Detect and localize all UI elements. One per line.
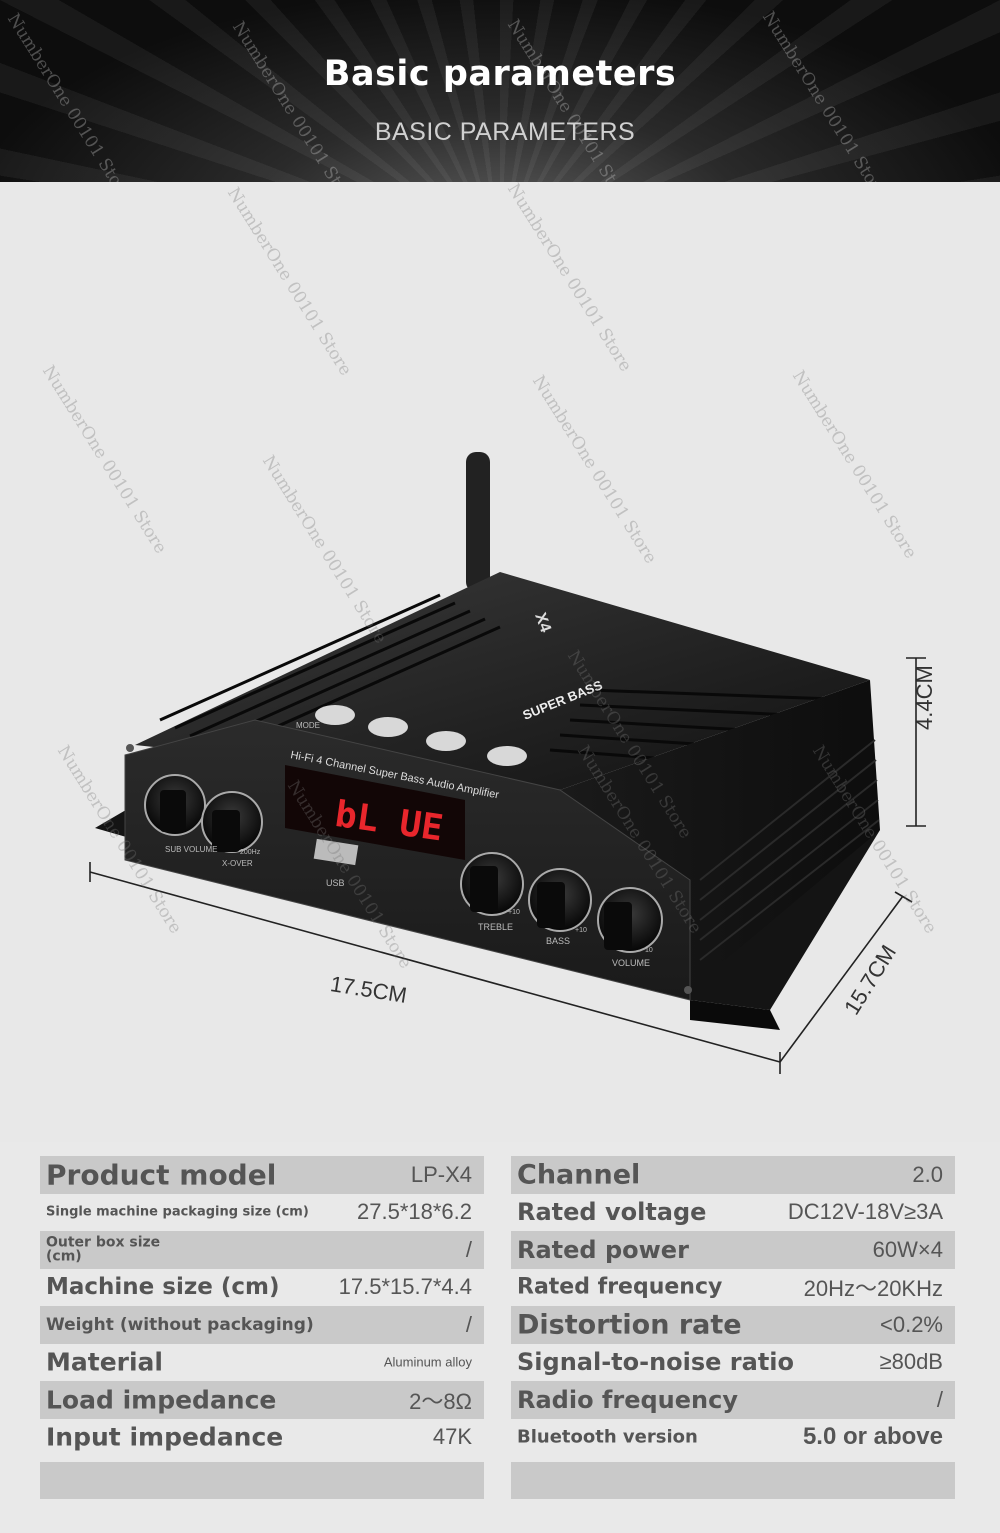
spec-row: Product model LP-X4 <box>40 1156 484 1194</box>
spec-label: Product model <box>46 1158 277 1192</box>
page-title: Basic parameters <box>323 54 677 94</box>
dimension-height: 4.4CM <box>912 665 937 730</box>
spec-row: Signal-to-noise ratio ≥80dB <box>511 1344 955 1382</box>
antenna <box>466 452 490 592</box>
spec-label: Input impedance <box>46 1422 284 1452</box>
spec-row: Distortion rate <0.2% <box>511 1306 955 1344</box>
spec-label: Distortion rate <box>517 1309 742 1341</box>
spec-label: Outer box size (cm) <box>46 1234 161 1265</box>
spec-value: Aluminum alloy <box>383 1354 472 1370</box>
spec-label: Bluetooth version <box>517 1426 698 1448</box>
spec-label: Material <box>46 1347 163 1377</box>
play-pause-button[interactable] <box>426 731 466 751</box>
spec-label: Radio frequency <box>517 1385 738 1414</box>
spec-value: 60W×4 <box>872 1236 943 1262</box>
spec-value: <0.2% <box>880 1311 943 1337</box>
page-subtitle: BASIC PARAMETERS <box>374 118 636 146</box>
knob-sub-volume[interactable] <box>144 774 206 836</box>
model-label: X4 <box>531 611 554 635</box>
prev-button[interactable] <box>368 717 408 737</box>
front-panel <box>124 719 691 1001</box>
spec-label: Rated voltage <box>517 1198 707 1227</box>
spec-label: Machine size (cm) <box>46 1274 280 1301</box>
spec-row: Bluetooth version 5.0 or above <box>511 1419 955 1457</box>
spec-row: Input impedance 47K <box>40 1419 484 1457</box>
usb-port[interactable] <box>313 838 359 866</box>
knob-volume[interactable] <box>597 887 663 953</box>
spec-label: Weight (without packaging) <box>46 1314 314 1335</box>
led-display <box>285 765 465 860</box>
spec-row: Radio frequency / <box>511 1381 955 1419</box>
knob-label: SUB VOLUME <box>165 845 217 854</box>
spec-label: Rated frequency <box>517 1274 723 1300</box>
knob-label: BASS <box>546 936 570 946</box>
amplifier-illustration: bL UE Hi-Fi 4 Channel Super Bass Audio A… <box>89 452 926 1074</box>
dimension-lines <box>89 657 926 1074</box>
knob-crossover[interactable] <box>201 791 263 853</box>
spec-row: Material Aluminum alloy <box>40 1344 484 1382</box>
spec-value: 2～8Ω <box>409 1388 472 1414</box>
header-banner: NumberOne 00101 Store NumberOne 00101 St… <box>0 0 1000 182</box>
spec-value: DC12V-18V≥3A <box>787 1199 943 1225</box>
spec-row: Outer box size (cm) / <box>40 1231 484 1269</box>
spec-label: Rated power <box>517 1235 689 1264</box>
knob-bass[interactable] <box>528 868 592 932</box>
side-heatsink <box>560 680 880 990</box>
spec-value: 27.5*18*6.2 <box>357 1199 472 1225</box>
spec-row: Rated power 60W×4 <box>511 1231 955 1269</box>
spec-value: / <box>465 1236 472 1262</box>
spec-value: 5.0 or above <box>802 1423 943 1451</box>
next-button[interactable] <box>487 746 527 766</box>
knob-mark: +10 <box>575 927 587 934</box>
knob-mark: +10 <box>508 909 520 916</box>
spec-footer-bar <box>40 1462 484 1499</box>
product-showcase: bL UE Hi-Fi 4 Channel Super Bass Audio A… <box>0 180 1000 1142</box>
spec-row: Channel 2.0 <box>511 1156 955 1194</box>
knob-label: VOLUME <box>612 958 650 968</box>
knob-mark: 200Hz <box>240 849 261 856</box>
spec-value: 47K <box>432 1424 472 1450</box>
spec-row: Rated frequency 20Hz～20KHz <box>511 1269 955 1307</box>
spec-label: Channel <box>517 1159 641 1191</box>
spec-value: / <box>465 1311 472 1337</box>
spec-value: ≥80dB <box>879 1349 943 1375</box>
spec-label: Signal-to-noise ratio <box>517 1348 795 1377</box>
spec-row: Rated voltage DC12V-18V≥3A <box>511 1194 955 1232</box>
spec-row: Single machine packaging size (cm) 27.5*1… <box>40 1194 484 1232</box>
usb-label: USB <box>326 878 345 888</box>
spec-row: Load impedance 2～8Ω <box>40 1381 484 1419</box>
mode-button-label: MODE <box>296 721 320 730</box>
knob-label: TREBLE <box>478 922 513 932</box>
spec-value: 2.0 <box>912 1161 943 1187</box>
spec-value: 20Hz～20KHz <box>803 1276 943 1302</box>
knob-mark: 10 <box>645 947 653 954</box>
spec-row: Machine size (cm) 17.5*15.7*4.4 <box>40 1269 484 1307</box>
knob-label: X-OVER <box>222 859 253 868</box>
header-rays <box>0 0 1000 182</box>
spec-value: 17.5*15.7*4.4 <box>338 1274 472 1300</box>
knob-treble[interactable] <box>460 852 524 916</box>
spec-label: Single machine packaging size (cm) <box>46 1204 309 1220</box>
spec-row: Weight (without packaging) / <box>40 1306 484 1344</box>
spec-footer-bar <box>511 1462 955 1499</box>
mode-button[interactable] <box>315 705 355 725</box>
spec-label: Load impedance <box>46 1385 277 1415</box>
spec-value: LP-X4 <box>410 1161 472 1187</box>
spec-value: / <box>936 1386 943 1412</box>
